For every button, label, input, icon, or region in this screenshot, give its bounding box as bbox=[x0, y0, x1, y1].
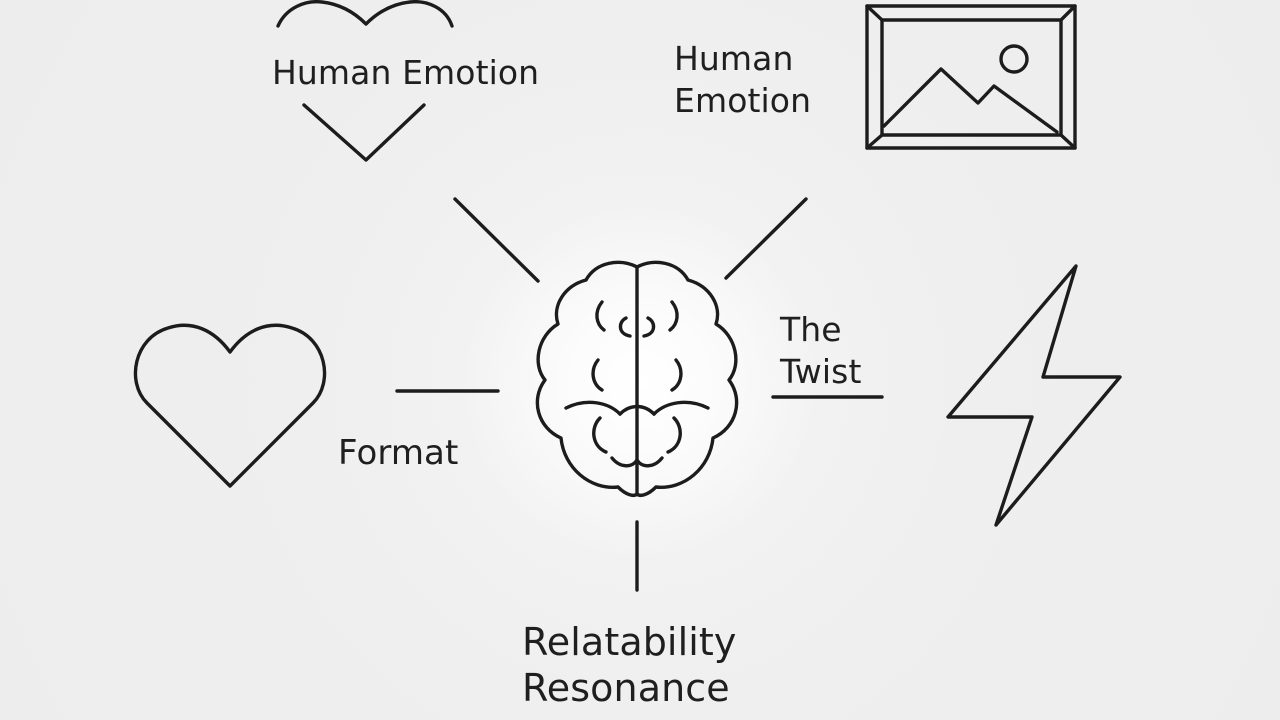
connector-line bbox=[724, 197, 808, 280]
picture-frame-icon bbox=[865, 4, 1077, 150]
label-human-emotion-line: Emotion bbox=[674, 81, 812, 120]
label-the-twist-line: Twist bbox=[780, 352, 862, 391]
left-heart-icon bbox=[133, 323, 327, 488]
label-the-twist: The Twist bbox=[780, 309, 862, 393]
top-left-heart-point-icon bbox=[302, 103, 426, 162]
label-relatability-line: Relatability bbox=[522, 620, 737, 664]
label-the-twist-line: The bbox=[780, 310, 842, 349]
label-human-emotion-line: Human bbox=[674, 39, 794, 78]
brain-icon bbox=[535, 260, 739, 497]
label-human-emotion-top-left: Human Emotion bbox=[272, 53, 540, 92]
label-format: Format bbox=[338, 433, 459, 473]
connector-line bbox=[453, 197, 540, 283]
label-resonance-line: Resonance bbox=[522, 666, 730, 710]
lightning-bolt-icon bbox=[946, 264, 1122, 527]
label-relatability-resonance: Relatability Resonance bbox=[522, 619, 737, 711]
top-left-heart-icon bbox=[276, 0, 454, 28]
label-human-emotion-top-right: Human Emotion bbox=[674, 38, 811, 122]
